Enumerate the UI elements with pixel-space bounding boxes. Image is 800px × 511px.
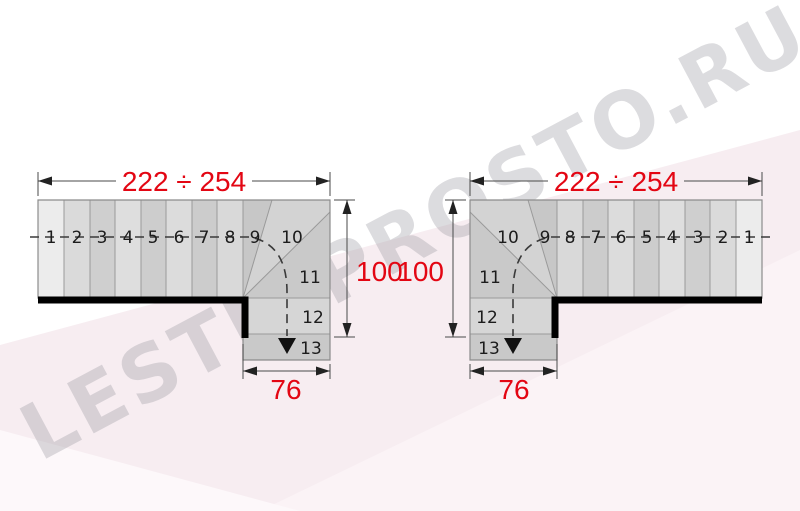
step-number: 12: [476, 308, 498, 328]
step-number: 13: [478, 339, 500, 359]
step-number: 5: [642, 228, 653, 248]
exit-width-dimension-label: 76: [498, 374, 529, 405]
step-number: 3: [97, 228, 108, 248]
step-number: 1: [46, 228, 57, 248]
step-number: 12: [302, 308, 324, 328]
step-number: 2: [718, 228, 729, 248]
step-number: 13: [300, 339, 322, 359]
background-wedge: [0, 430, 300, 511]
step-number: 4: [123, 228, 134, 248]
step-number: 9: [250, 228, 261, 248]
width-dimension-label: 222 ÷ 254: [554, 166, 678, 197]
step-number: 3: [693, 228, 704, 248]
step-number: 5: [148, 228, 159, 248]
step-number: 7: [591, 228, 602, 248]
step-number: 7: [199, 228, 210, 248]
step-number: 11: [479, 268, 501, 288]
stair-left-step-numbers: 1 2 3 4 5 6 7 8 9 10 11 12 13: [46, 228, 324, 359]
flight-width-dimension-label: 100: [356, 256, 403, 287]
flight-width-dimension-label: 100: [397, 256, 444, 287]
step-number: 9: [540, 228, 551, 248]
step-number: 8: [225, 228, 236, 248]
step-number: 8: [565, 228, 576, 248]
step-number: 2: [72, 228, 83, 248]
stair-right-step-numbers: 1 2 3 4 5 6 7 8 9 10 11 12 13: [476, 228, 754, 359]
step-number: 1: [744, 228, 755, 248]
background-band-light: [260, 250, 800, 511]
step-number: 6: [174, 228, 185, 248]
step-number: 4: [667, 228, 678, 248]
exit-width-dimension-label: 76: [270, 374, 301, 405]
step-number: 11: [299, 268, 321, 288]
step-number: 6: [616, 228, 627, 248]
step-number: 10: [497, 228, 519, 248]
step-number: 10: [281, 228, 303, 248]
width-dimension-label: 222 ÷ 254: [122, 166, 246, 197]
